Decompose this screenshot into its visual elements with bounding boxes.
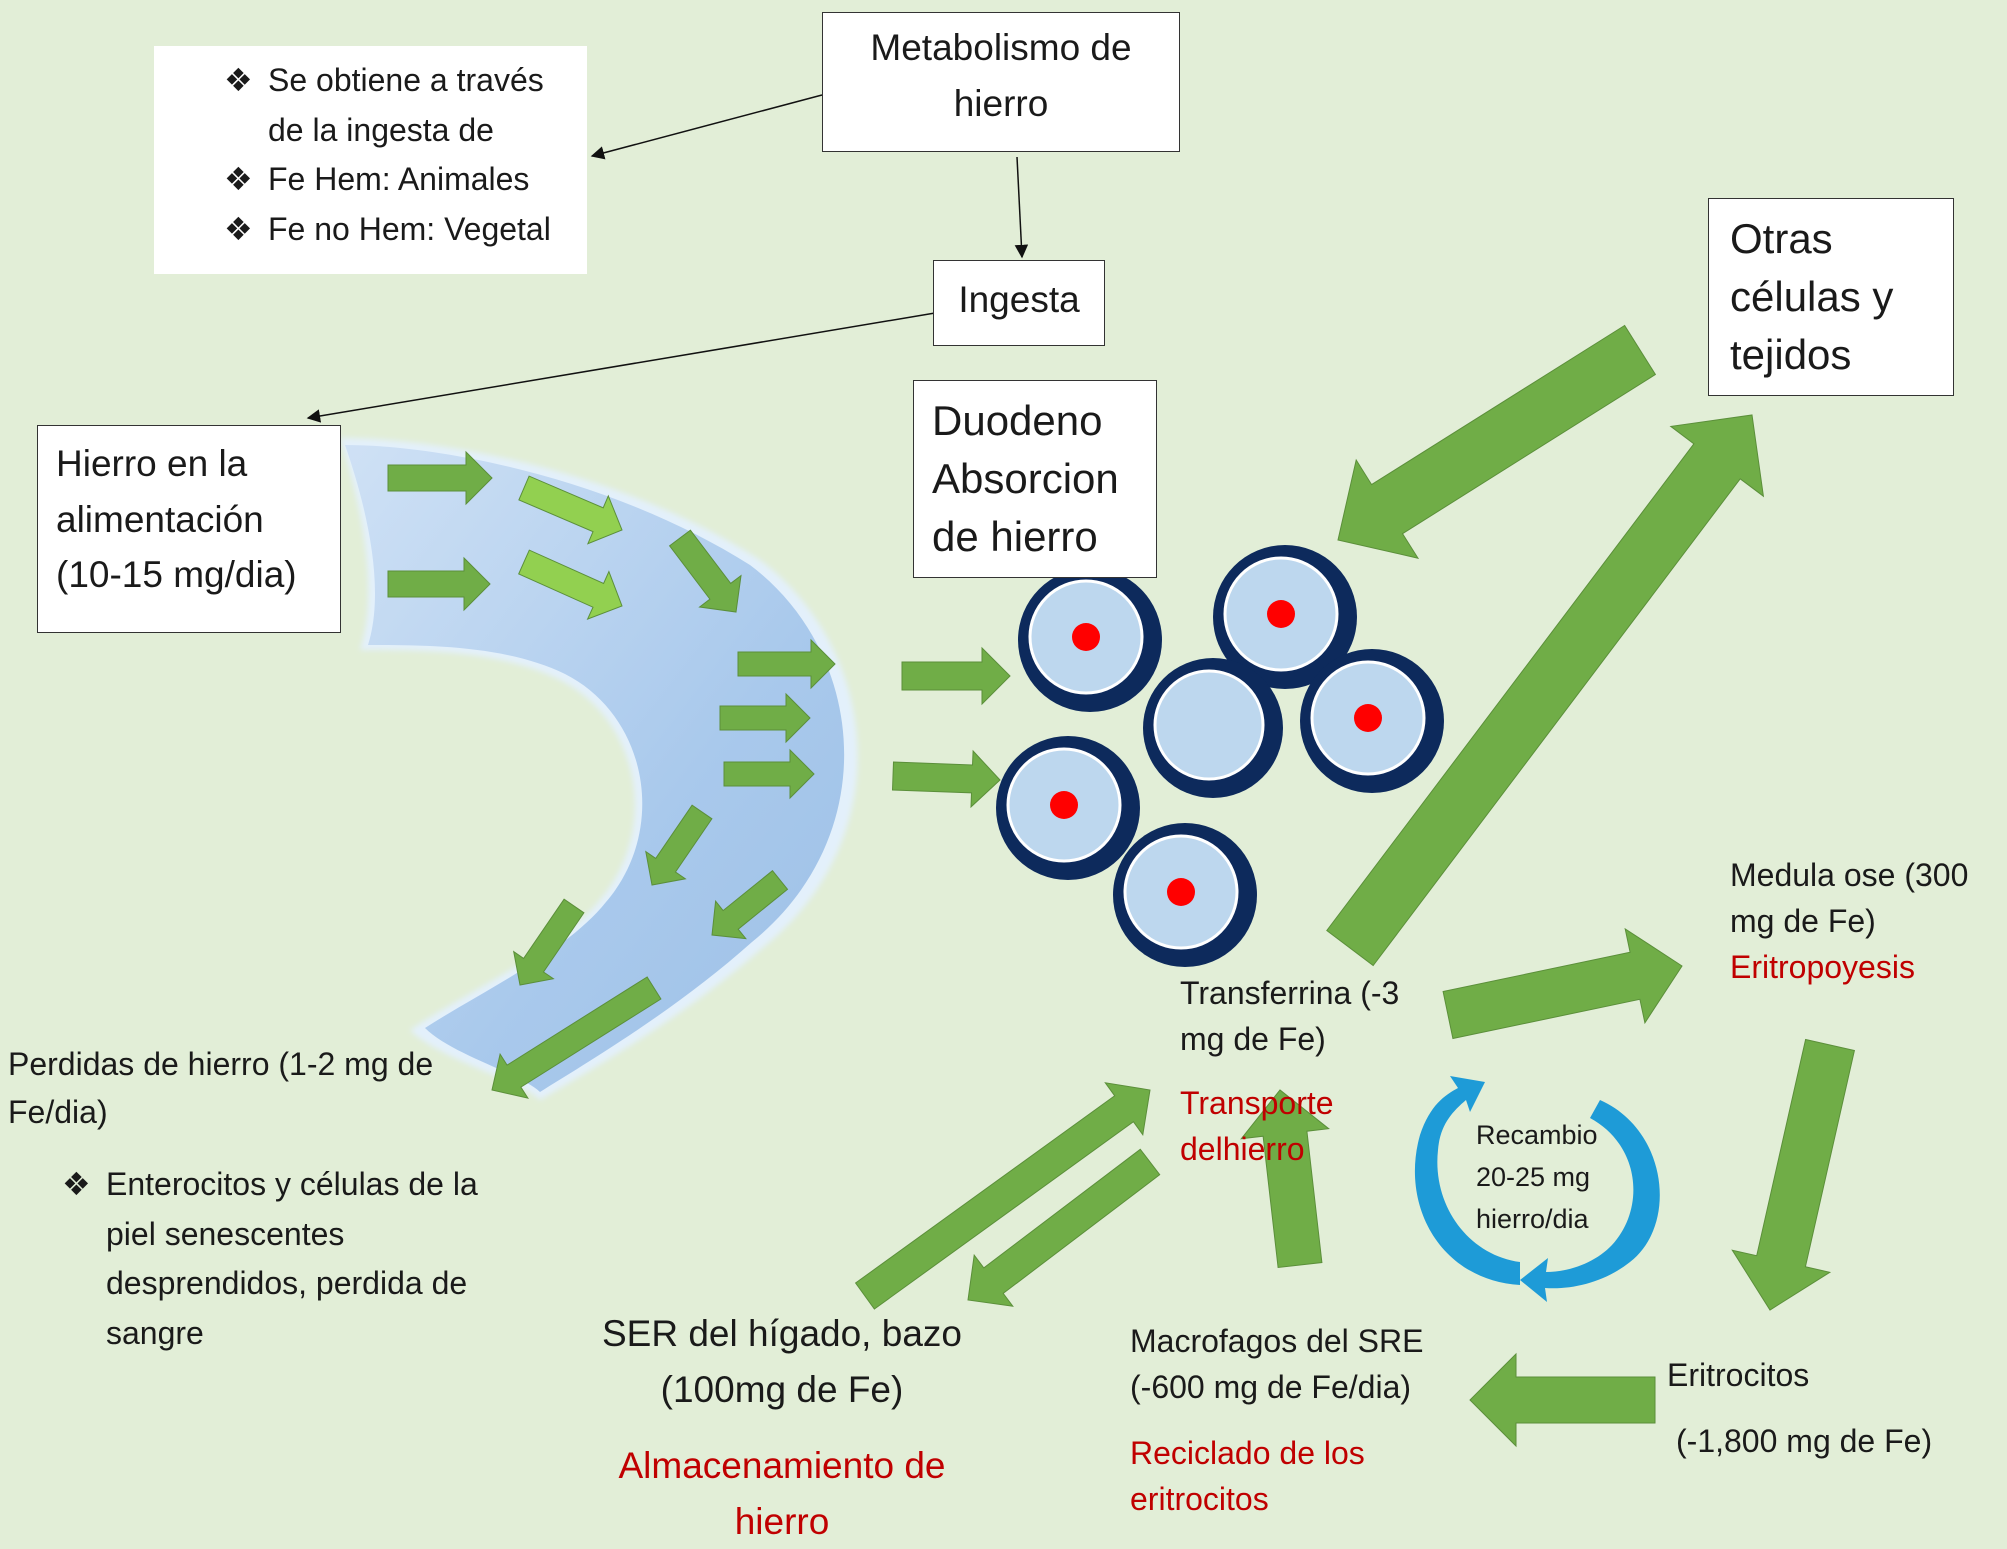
diamond-bullet-icon: ❖	[224, 210, 253, 247]
enterocyte-cell	[1300, 649, 1444, 793]
intestine-flow-arrow	[518, 475, 623, 545]
intestine-flow-arrow	[387, 450, 493, 506]
arrow-otras-to-cells	[1337, 324, 1657, 559]
enterocyte-cell	[1113, 823, 1257, 967]
metabolismo-label: Metabolismo de hierro	[870, 27, 1132, 124]
intestine-flow-arrow	[901, 646, 1011, 706]
enterocyte-cell	[1143, 658, 1283, 798]
iron-nucleus-dot	[1072, 623, 1100, 651]
intestine-flow-arrow	[737, 638, 836, 690]
enterocyte-cell	[996, 736, 1140, 880]
intestine-flow-arrow	[512, 898, 585, 986]
perdidas-item: ❖Enterocitos y células de la piel senesc…	[62, 1160, 522, 1358]
medula-role: Eritropoyesis	[1730, 949, 1915, 985]
connector-metabolismo-to-sources	[590, 94, 823, 160]
intestine-flow-arrow	[723, 748, 815, 800]
ser-label: SER del hígado, bazo (100mg de Fe)	[602, 1313, 962, 1410]
intestine-flow-arrow	[891, 749, 1001, 809]
eritrocitos-amount: (-1,800 mg de Fe)	[1676, 1423, 1933, 1459]
enterocyte-cell	[1018, 568, 1162, 712]
macrofagos-role: Reciclado de los eritrocitos	[1130, 1435, 1365, 1518]
intestine-flow-arrow	[491, 976, 662, 1099]
transferrina-role: Transporte delhierro	[1180, 1085, 1334, 1168]
diamond-bullet-icon: ❖	[224, 62, 253, 98]
intestine-flow-arrow	[518, 549, 623, 620]
recambio-label: Recambio 20-25 mg hierro/dia	[1476, 1120, 1598, 1234]
recambio-cycle	[1414, 1076, 1660, 1302]
connector-metabolismo-to-ingesta	[1014, 156, 1029, 259]
perdidas-title: Perdidas de hierro (1-2 mg de Fe/dia)	[8, 1046, 434, 1130]
arrows-layer	[387, 324, 1855, 1448]
arrow-eritrocitos-to-macrofagos	[1469, 1352, 1656, 1448]
sources-box	[154, 46, 587, 274]
intestine-flow-arrow	[645, 804, 713, 886]
cell-cytoplasm	[1153, 669, 1265, 781]
ser-role: Almacenamiento de hierro	[618, 1445, 946, 1542]
transferrina-label: Transferrina (-3 mg de Fe)	[1180, 975, 1400, 1058]
iron-nucleus-dot	[1267, 600, 1295, 628]
intestine-flow-arrow	[387, 556, 491, 612]
connector-lines	[306, 94, 1029, 423]
arrow-transferrina-to-otras	[1326, 414, 1765, 967]
sources-list: ❖Se obtiene a través de la ingesta de ❖F…	[224, 56, 584, 254]
sources-item: ❖Se obtiene a través de la ingesta de	[224, 56, 584, 155]
iron-nucleus-dot	[1167, 878, 1195, 906]
arrow-transferrina-to-ser	[967, 1148, 1161, 1307]
sources-item: ❖Fe Hem: Animales	[224, 155, 584, 205]
arrow-medula-to-eritrocitos	[1731, 1038, 1855, 1311]
enterocyte-cell	[1213, 545, 1357, 689]
sources-item: ❖Fe no Hem: Vegetal	[224, 205, 584, 255]
hierro-alimentacion-box	[37, 425, 341, 633]
otras-celulas-box	[1708, 198, 1954, 396]
ingesta-label: Ingesta	[958, 279, 1080, 320]
hierro-alimentacion-label: Hierro en la alimentación (10-15 mg/dia)	[56, 443, 297, 595]
intestine-flow-arrow	[711, 869, 789, 940]
duodeno-label: Duodeno Absorcion de hierro	[932, 397, 1119, 560]
arrow-macrofagos-to-transferrina	[1240, 1089, 1330, 1269]
intestine-flow-arrow	[668, 529, 742, 613]
ingesta-box	[933, 260, 1105, 346]
duodeno-box	[913, 380, 1157, 578]
iron-nucleus-dot	[1050, 791, 1078, 819]
macrofagos-label: Macrofagos del SRE (-600 mg de Fe/dia)	[1130, 1323, 1424, 1406]
cycle-arrow-left	[1414, 1076, 1520, 1285]
eritrocitos-label: Eritrocitos	[1667, 1357, 1810, 1393]
perdidas-list: ❖Enterocitos y células de la piel senesc…	[62, 1160, 522, 1358]
arrow-transferrina-to-medula	[1442, 927, 1683, 1040]
diamond-bullet-icon: ❖	[62, 1166, 91, 1202]
medula-label: Medula ose (300 mg de Fe)	[1730, 857, 1969, 940]
intestine-flow-arrow	[719, 692, 811, 744]
cycle-arrow-right	[1520, 1100, 1660, 1302]
iron-nucleus-dot	[1354, 704, 1382, 732]
metabolismo-box	[822, 12, 1180, 152]
diamond-bullet-icon: ❖	[224, 161, 253, 198]
connector-ingesta-to-hierro	[306, 312, 936, 423]
enterocyte-cells	[996, 545, 1444, 967]
arrow-ser-to-transferrina	[854, 1082, 1151, 1310]
otras-celulas-label: Otras células y tejidos	[1730, 215, 1894, 378]
